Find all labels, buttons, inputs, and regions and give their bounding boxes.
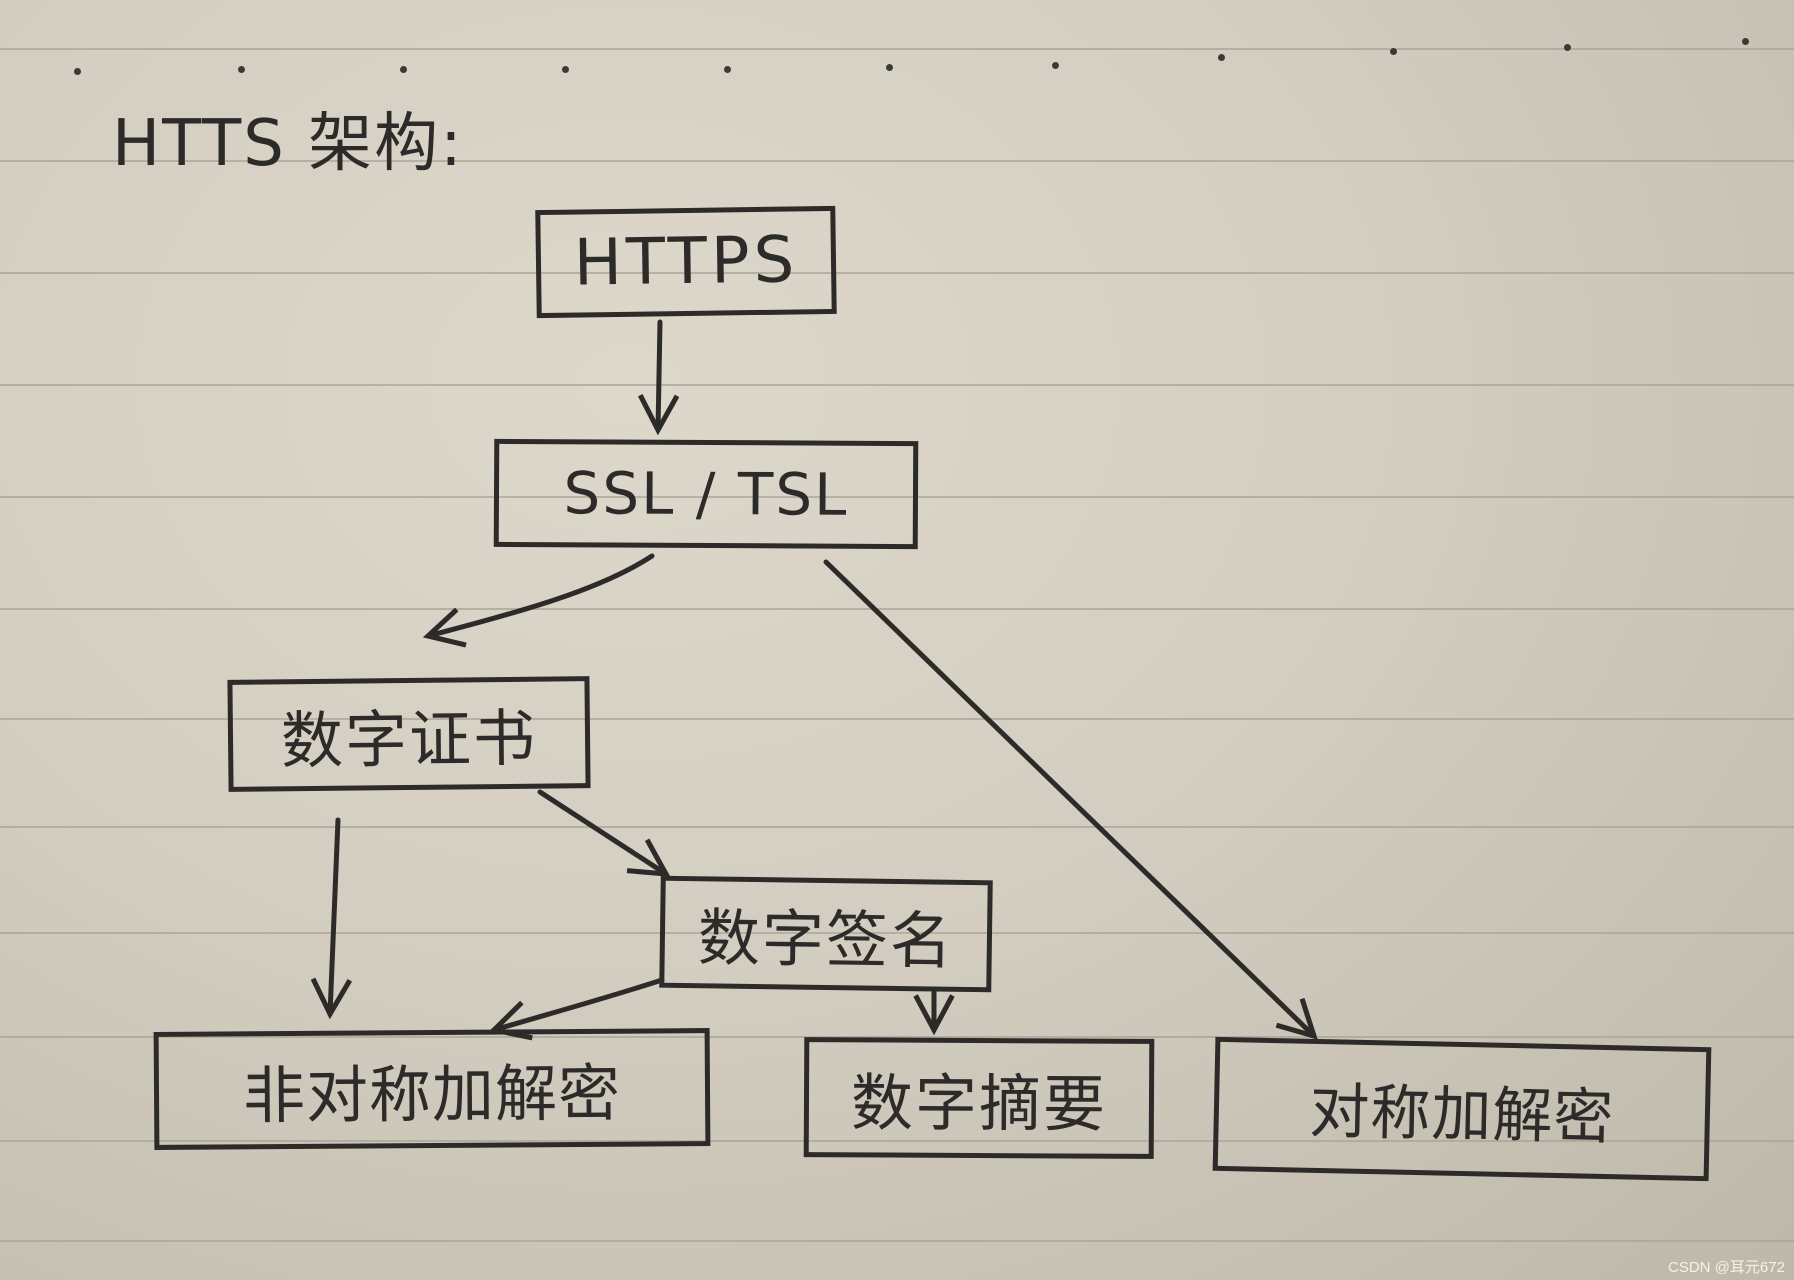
rule-line bbox=[0, 272, 1794, 274]
node-symmetric-encryption: 对称加解密 bbox=[1212, 1036, 1712, 1182]
margin-dot bbox=[724, 66, 731, 73]
rule-line bbox=[0, 932, 1794, 934]
edge-ssl-to-symmetric bbox=[823, 559, 1318, 1040]
edge-certificate-to-signature bbox=[537, 789, 671, 877]
margin-dot bbox=[1218, 54, 1225, 61]
margin-dot bbox=[74, 68, 81, 75]
node-message-digest: 数字摘要 bbox=[803, 1037, 1155, 1159]
rule-line bbox=[0, 48, 1794, 50]
rule-line bbox=[0, 826, 1794, 828]
edge-https-to-ssl bbox=[637, 319, 680, 436]
rule-line bbox=[0, 1240, 1794, 1242]
edge-signature-to-asymmetric bbox=[488, 977, 665, 1041]
node-https: HTTPS bbox=[535, 205, 837, 319]
node-ssl-tls: SSL / TSL bbox=[493, 438, 919, 550]
diagram-title: HTTS 架构: bbox=[112, 107, 464, 181]
margin-dot bbox=[1052, 62, 1059, 69]
node-digital-certificate: 数字证书 bbox=[227, 676, 591, 792]
edge-ssl-to-certificate bbox=[422, 553, 655, 648]
rule-line bbox=[0, 160, 1794, 162]
margin-dot bbox=[1742, 38, 1749, 45]
rule-line bbox=[0, 608, 1794, 610]
margin-dot bbox=[1564, 44, 1571, 51]
node-digital-signature: 数字签名 bbox=[659, 875, 993, 993]
rule-line bbox=[0, 384, 1794, 386]
margin-dot bbox=[886, 64, 893, 71]
rule-line bbox=[0, 1036, 1794, 1038]
node-asymmetric-encryption: 非对称加解密 bbox=[153, 1028, 711, 1150]
rule-line bbox=[0, 496, 1794, 498]
margin-dot bbox=[238, 66, 245, 73]
edge-certificate-to-asymmetric bbox=[310, 817, 352, 1020]
rule-line bbox=[0, 718, 1794, 720]
margin-dot bbox=[1390, 48, 1397, 55]
rule-line bbox=[0, 1140, 1794, 1142]
margin-dot bbox=[400, 66, 407, 73]
watermark: CSDN @耳元672 bbox=[1668, 1259, 1785, 1276]
margin-dot bbox=[562, 66, 569, 73]
